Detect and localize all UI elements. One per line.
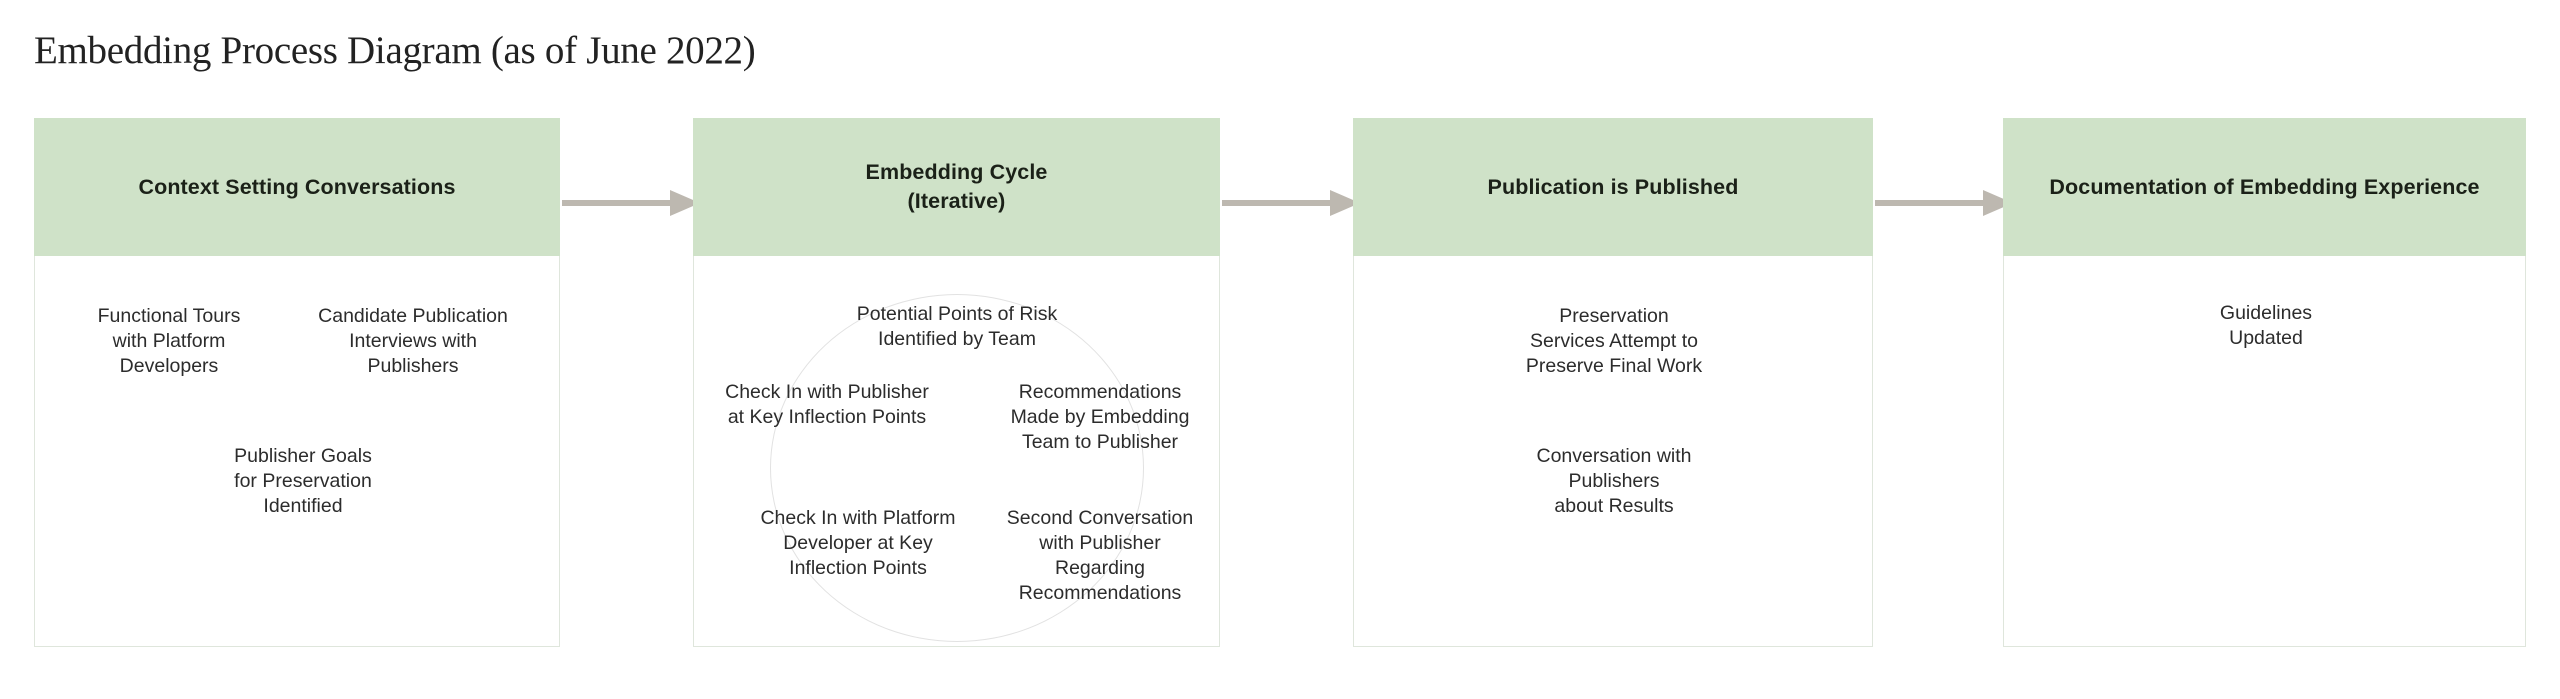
stage-body-context-setting-conversations: Functional Tours with Platform Developer…	[34, 256, 560, 647]
stage-header-line: Context Setting Conversations	[138, 174, 456, 199]
cycle-item: Second Conversation with Publisher Regar…	[1006, 507, 1194, 604]
stage-item: Candidate Publication Interviews with Pu…	[318, 305, 508, 377]
cycle-item: Check In with Publisher at Key Inflectio…	[725, 381, 929, 428]
stage-header-documentation-of-embedding-experience: Documentation of Embedding Experience	[2003, 118, 2526, 256]
connector-arrow-1	[562, 186, 702, 220]
stage-body-documentation-of-embedding-experience: Guidelines Updated	[2003, 256, 2526, 647]
stage-body-embedding-cycle: Potential Points of Risk Identified by T…	[693, 256, 1220, 647]
stage-item: Functional Tours with Platform Developer…	[97, 305, 241, 377]
stage-header-context-setting-conversations: Context Setting Conversations	[34, 118, 560, 256]
cycle-item: Recommendations Made by Embedding Team t…	[1010, 381, 1190, 453]
stage-header-publication-is-published: Publication is Published	[1353, 118, 1873, 256]
stage-body-publication-is-published: Preservation Services Attempt to Preserv…	[1353, 256, 1873, 647]
cycle-circle-outline	[770, 294, 1144, 642]
stage-publication-is-published: Publication is Published Preservation Se…	[1353, 118, 1873, 647]
stage-item: Publisher Goals for Preservation Identif…	[234, 445, 372, 517]
stage-item: Preservation Services Attempt to Preserv…	[1525, 305, 1703, 377]
stage-header-line: Publication is Published	[1487, 174, 1739, 199]
cycle-item: Potential Points of Risk Identified by T…	[856, 303, 1058, 350]
cycle-item: Check In with Platform Developer at Key …	[760, 507, 956, 579]
stage-context-setting-conversations: Context Setting Conversations Functional…	[34, 118, 560, 647]
connector-arrow-3	[1875, 186, 2015, 220]
stage-header-embedding-cycle: Embedding Cycle (Iterative)	[693, 118, 1220, 256]
stage-header-line: Documentation of Embedding Experience	[2049, 174, 2480, 199]
page-title: Embedding Process Diagram (as of June 20…	[34, 29, 756, 72]
stage-documentation-of-embedding-experience: Documentation of Embedding Experience Gu…	[2003, 118, 2526, 647]
stage-header-line: Embedding Cycle	[865, 160, 1048, 184]
stage-item: Conversation with Publishers about Resul…	[1536, 445, 1692, 517]
connector-arrow-2	[1222, 186, 1362, 220]
stage-header-line: (Iterative)	[907, 189, 1006, 213]
stage-embedding-cycle: Embedding Cycle (Iterative) Potential Po…	[693, 118, 1220, 647]
stage-item: Guidelines Updated	[2219, 302, 2313, 349]
